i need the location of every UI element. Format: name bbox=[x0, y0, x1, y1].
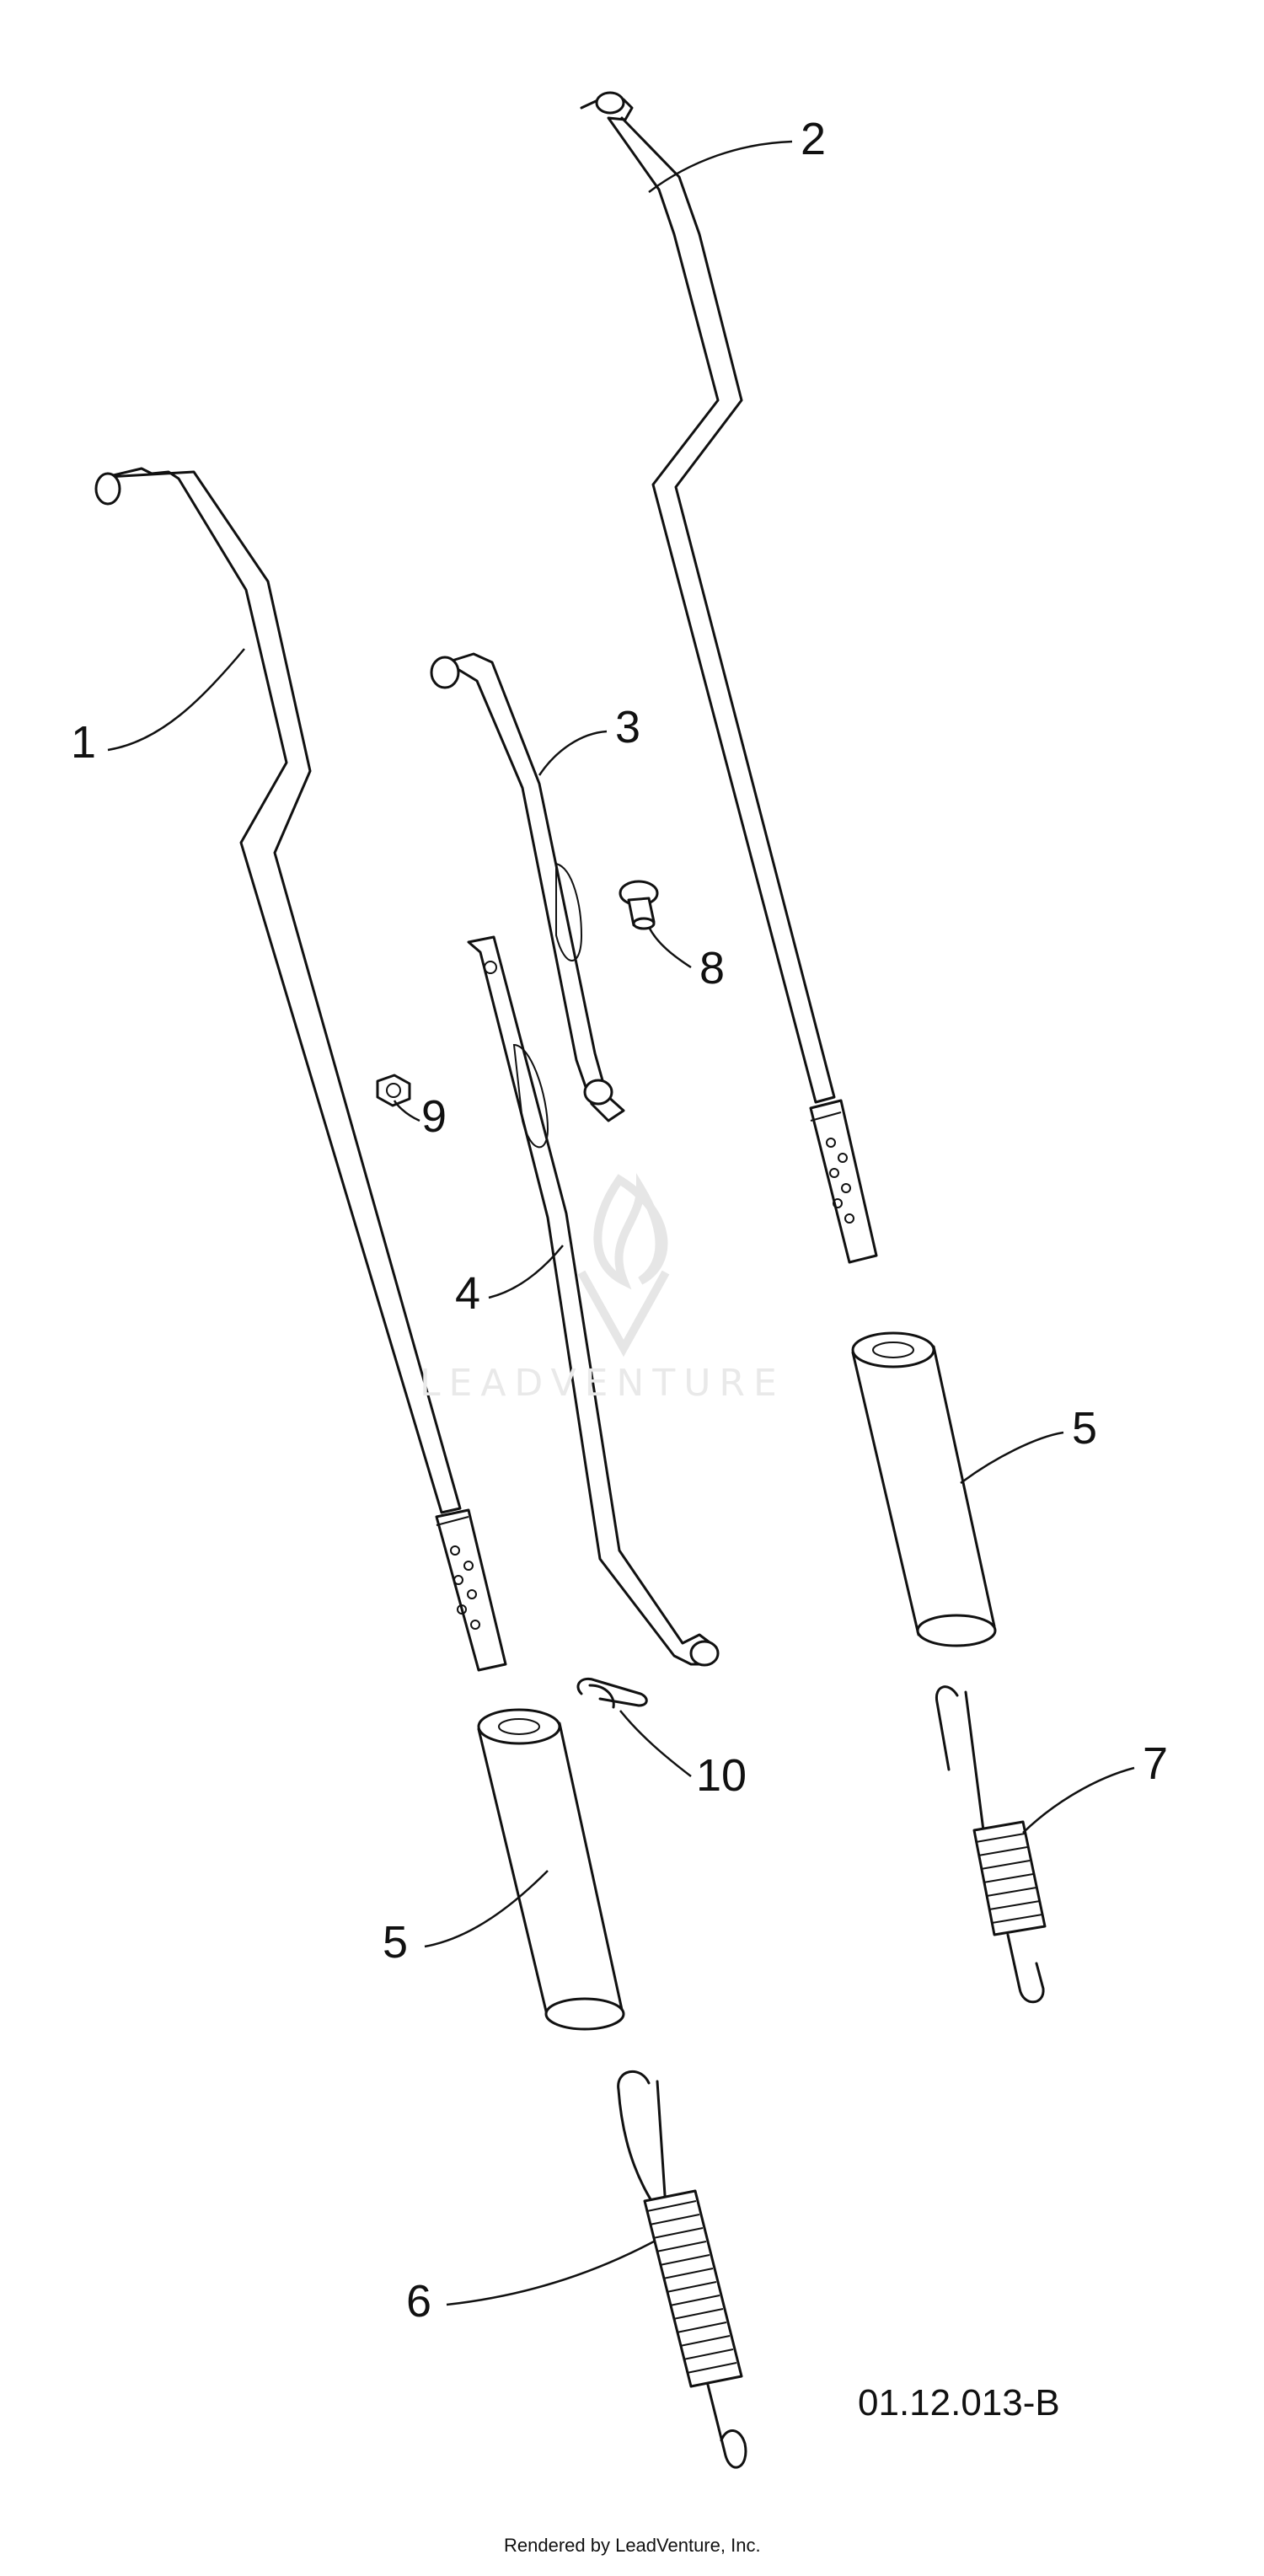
part-3-link bbox=[430, 652, 625, 1122]
leader-1 bbox=[107, 648, 245, 752]
label-2: 2 bbox=[801, 114, 827, 164]
render-credit: Rendered by LeadVenture, Inc. bbox=[504, 2535, 761, 2556]
watermark-text: LEADVENTURE bbox=[420, 1362, 785, 1405]
label-5-upper: 5 bbox=[1072, 1403, 1098, 1454]
drawing-code: 01.12.013-B bbox=[858, 2382, 1060, 2423]
leader-3 bbox=[538, 730, 608, 776]
label-6: 6 bbox=[406, 2276, 432, 2327]
label-7: 7 bbox=[1143, 1738, 1169, 1789]
leader-5-upper bbox=[960, 1431, 1064, 1485]
label-9: 9 bbox=[421, 1091, 447, 1142]
label-4: 4 bbox=[455, 1268, 481, 1319]
leader-10 bbox=[619, 1710, 692, 1777]
part-10-clip bbox=[576, 1678, 648, 1709]
part-5-tube-lower bbox=[477, 1708, 625, 2031]
leader-6 bbox=[446, 2240, 655, 2306]
part-7-spring bbox=[935, 1685, 1047, 2004]
label-8: 8 bbox=[699, 943, 726, 993]
part-9-nut bbox=[376, 1074, 411, 1107]
leader-8 bbox=[647, 926, 692, 969]
leader-lines bbox=[107, 140, 1135, 2306]
label-3: 3 bbox=[615, 702, 641, 752]
leader-9 bbox=[393, 1100, 420, 1122]
label-1: 1 bbox=[71, 717, 97, 768]
label-10: 10 bbox=[696, 1750, 747, 1801]
part-4-link bbox=[467, 935, 720, 1667]
leader-5-lower bbox=[424, 1870, 549, 1948]
label-5-lower: 5 bbox=[383, 1917, 409, 1968]
part-8-pin bbox=[619, 880, 659, 930]
part-1-rod bbox=[94, 467, 507, 1672]
leader-7 bbox=[1022, 1766, 1135, 1834]
leader-4 bbox=[488, 1245, 564, 1299]
part-5-tube-upper bbox=[851, 1331, 997, 1647]
part-2-rod bbox=[580, 91, 878, 1264]
leader-2 bbox=[648, 140, 793, 193]
watermark-logo bbox=[577, 1172, 670, 1358]
part-6-spring bbox=[617, 2070, 747, 2469]
